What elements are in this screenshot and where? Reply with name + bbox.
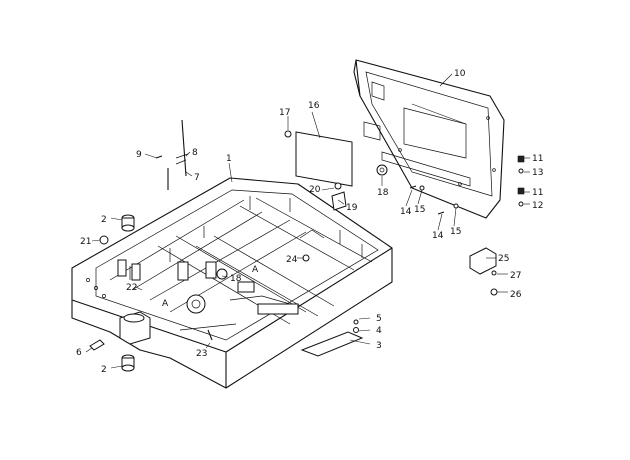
bottom-plate	[300, 331, 364, 357]
callout-8: 8	[192, 148, 198, 158]
callout-12: 12	[532, 201, 543, 211]
callout-10: 10	[454, 69, 466, 79]
callout-14: 14	[400, 207, 412, 217]
callout-6: 6	[76, 348, 82, 358]
callout-9: 9	[136, 150, 142, 160]
callout-3: 3	[376, 341, 382, 351]
callout-11: 11	[532, 188, 543, 198]
callout-2: 2	[101, 365, 107, 375]
callout-4: 4	[376, 326, 382, 336]
callout-26: 26	[510, 290, 522, 300]
callout-a: A	[252, 265, 259, 275]
callout-24: 24	[286, 255, 298, 265]
callout-5: 5	[376, 314, 382, 324]
callout-15: 15	[414, 205, 425, 215]
base-frame	[71, 177, 393, 389]
callout-27: 27	[510, 271, 521, 281]
callout-25: 25	[498, 254, 509, 264]
callout-13: 13	[532, 168, 543, 178]
callout-16: 16	[308, 101, 320, 111]
callout-1: 1	[226, 154, 232, 164]
callout-21: 21	[80, 237, 91, 247]
callout-2: 2	[101, 215, 107, 225]
callout-23: 23	[196, 349, 207, 359]
callout-18: 18	[377, 188, 389, 198]
callout-11: 11	[532, 154, 543, 164]
callout-labels: 1 2 2 3 4 5 6 7 8 9 10 11 11 12 13 14 14…	[76, 69, 543, 375]
callout-15: 15	[450, 227, 461, 237]
callout-7: 7	[194, 173, 200, 183]
callout-17: 17	[279, 108, 290, 118]
callout-20: 20	[309, 185, 321, 195]
callout-14: 14	[432, 231, 444, 241]
cover-plate	[295, 131, 353, 187]
callout-19: 19	[346, 203, 358, 213]
small-parts	[89, 119, 525, 372]
rear-housing-panel	[353, 59, 505, 219]
callout-a: A	[162, 299, 169, 309]
callout-22: 22	[126, 283, 137, 293]
callout-18: 18	[230, 274, 242, 284]
leader-lines	[85, 73, 530, 369]
